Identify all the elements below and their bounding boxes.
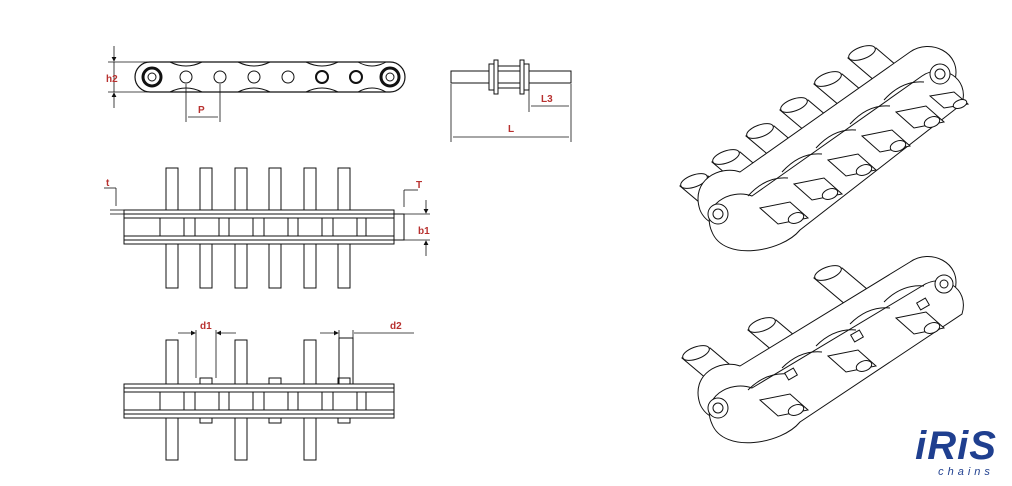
pin-length-view bbox=[450, 59, 572, 95]
dimension-p bbox=[185, 84, 221, 122]
label-t-small: t bbox=[106, 178, 110, 189]
label-h2: h2 bbox=[106, 74, 118, 85]
label-d2: d2 bbox=[390, 321, 402, 332]
dimension-h2 bbox=[108, 46, 150, 108]
chain-side-view bbox=[134, 61, 406, 93]
chain-pin-variant-view bbox=[123, 337, 395, 461]
chain-top-view bbox=[123, 167, 405, 289]
label-l: L bbox=[508, 124, 514, 135]
isometric-chain-extended-pins bbox=[679, 45, 970, 252]
label-d1: d1 bbox=[200, 321, 212, 332]
dimension-d1-d2 bbox=[178, 330, 414, 378]
brand-tagline: chains bbox=[938, 466, 994, 478]
label-l3: L3 bbox=[541, 94, 553, 105]
brand-name: iRiS bbox=[915, 424, 997, 468]
label-t-large: T bbox=[416, 180, 422, 191]
dimension-t-b1 bbox=[104, 187, 430, 256]
label-b1: b1 bbox=[418, 226, 430, 237]
brand-logo: iRiS chains bbox=[908, 426, 1004, 484]
isometric-chain-alternate-pins bbox=[681, 256, 964, 444]
label-p: P bbox=[198, 105, 205, 116]
dimension-l3-l bbox=[450, 84, 572, 142]
